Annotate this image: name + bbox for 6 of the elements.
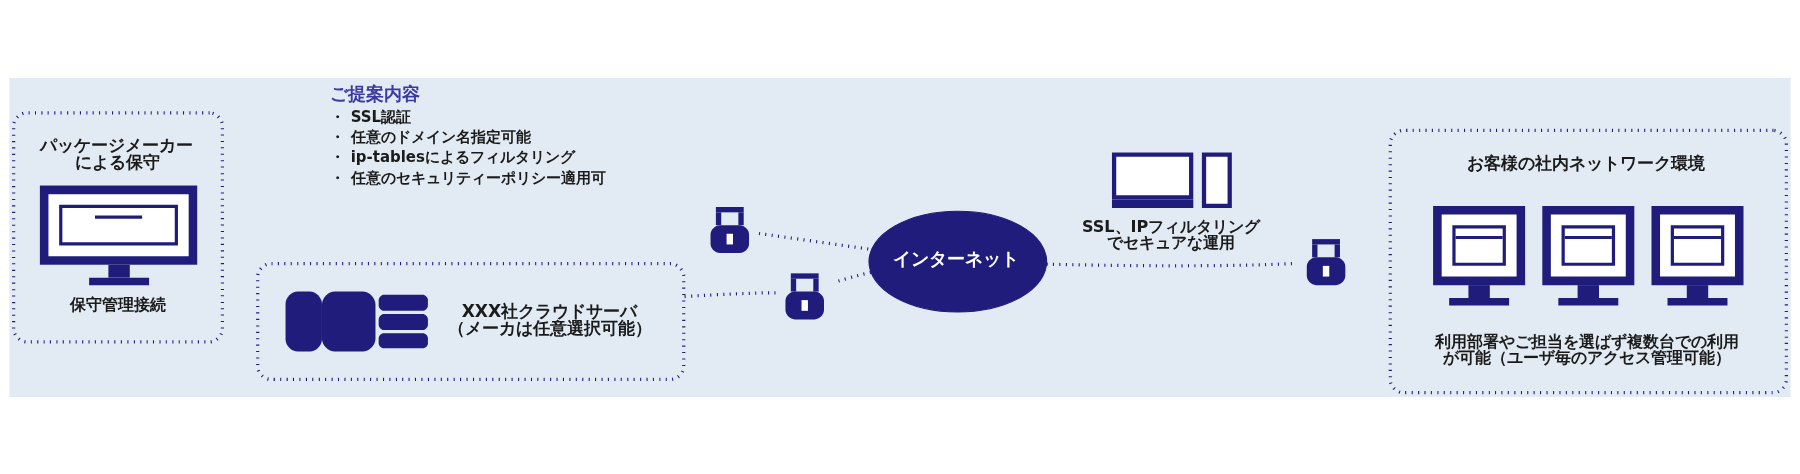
label: ・ 任意のセキュリティーポリシー適用可 (330, 168, 606, 187)
label: ・ 任意のドメイン名指定可能 (330, 127, 531, 146)
label: ・ ip-tablesによるフィルタリング (330, 147, 575, 166)
edge-label: SSL、IPフィルタリングでセキュアな運用 (1081, 216, 1261, 252)
label: ご提案内容 (330, 82, 421, 104)
label: ・ SSL認証 (330, 107, 412, 126)
